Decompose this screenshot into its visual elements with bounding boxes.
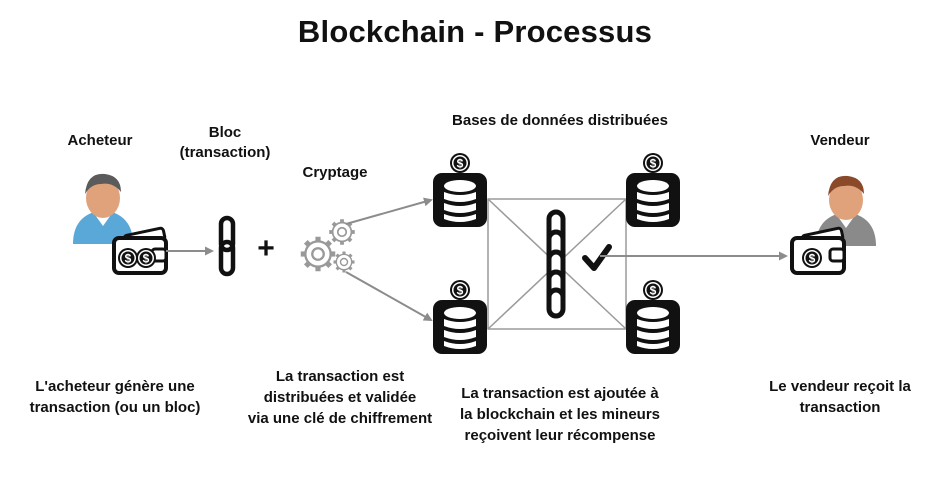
blockchain-chain-icon: [546, 209, 566, 319]
label-buyer: Acheteur: [67, 132, 133, 149]
database-icon-top-left: [433, 153, 487, 227]
database-icon-bottom-left: [433, 280, 487, 354]
desc-encryption: La transaction est distribuées et validé…: [247, 368, 433, 427]
plus-sign: +: [257, 232, 275, 265]
arrow-to-db-bottom-left: [345, 271, 433, 321]
database-icon-bottom-right: [626, 280, 680, 354]
checkmark-icon: [582, 244, 612, 271]
block-chain-link-icon: [221, 218, 233, 274]
buyer-user-icon: [73, 173, 133, 244]
arrow-to-db-top-left: [345, 197, 433, 225]
seller-wallet-icon: [790, 225, 846, 275]
label-seller: Vendeur: [810, 132, 870, 149]
page-title: Blockchain - Processus: [297, 14, 653, 49]
label-distributed-db: Bases de données distribuées: [452, 112, 668, 129]
encryption-gears-icon: [301, 217, 357, 275]
desc-buyer: L'acheteur génère une transaction (ou un…: [29, 378, 201, 416]
desc-blockchain: La transaction est ajoutée à la blockcha…: [459, 385, 661, 444]
label-block: Bloc (transaction): [179, 124, 271, 161]
database-icon-top-right: [626, 153, 680, 227]
label-encryption: Cryptage: [302, 164, 368, 181]
desc-seller: Le vendeur reçoit la transaction: [769, 378, 911, 416]
